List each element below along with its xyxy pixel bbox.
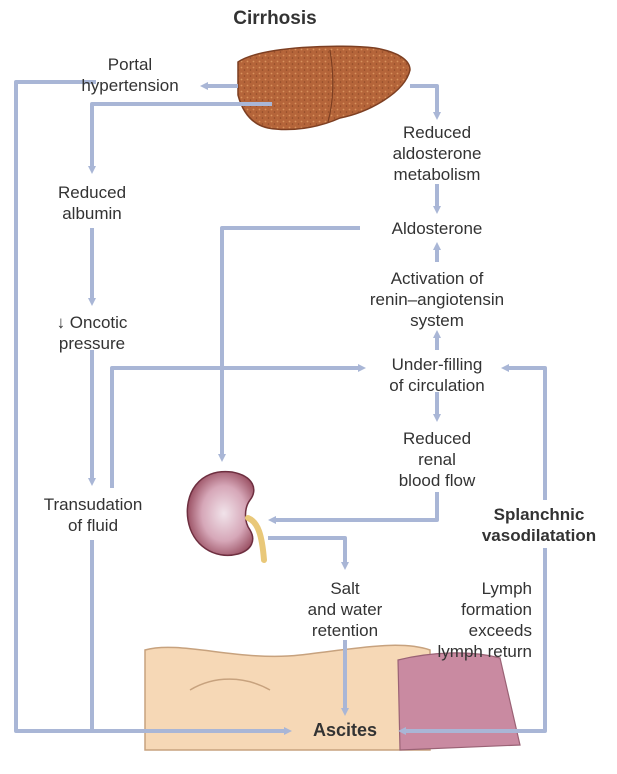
node-oncotic-pressure: ↓ Oncotic pressure <box>22 312 162 354</box>
node-transudation-of-fluid: Transudation of fluid <box>18 494 168 536</box>
node-reduced-albumin: Reduced albumin <box>22 182 162 224</box>
node-reduced-aldosterone-metabolism: Reduced aldosterone metabolism <box>362 122 512 185</box>
diagram-title: Cirrhosis <box>210 8 340 29</box>
node-aldosterone: Aldosterone <box>362 218 512 239</box>
kidney-illustration <box>187 472 264 560</box>
liver-illustration <box>238 46 410 129</box>
node-activation-renin-angiotensin: Activation of renin–angiotensin system <box>342 268 532 331</box>
node-salt-water-retention: Salt and water retention <box>290 578 400 641</box>
node-splanchnic-vasodilatation: Splanchnic vasodilatation <box>466 504 612 546</box>
node-portal-hypertension: Portal hypertension <box>50 54 210 96</box>
node-underfilling-circulation: Under-filling of circulation <box>362 354 512 396</box>
node-ascites: Ascites <box>290 720 400 741</box>
node-reduced-renal-blood-flow: Reduced renal blood flow <box>372 428 502 491</box>
node-lymph-formation: Lymph formation exceeds lymph return <box>414 578 532 662</box>
